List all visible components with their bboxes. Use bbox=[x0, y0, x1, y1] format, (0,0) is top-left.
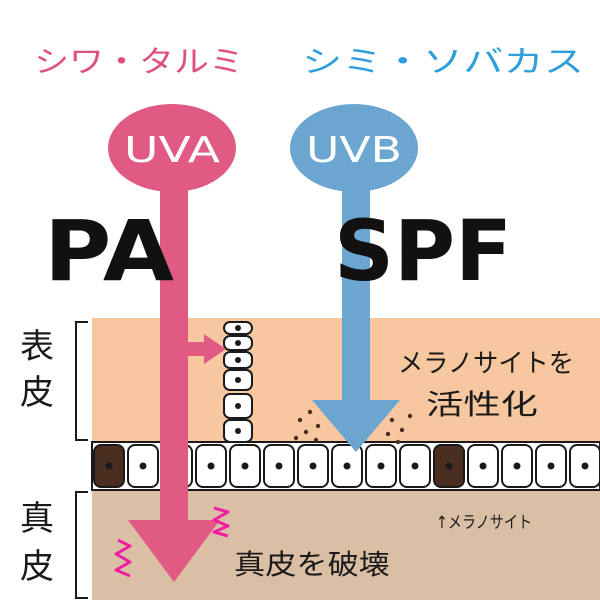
melanin-dot bbox=[407, 413, 413, 419]
uva-label: UVA bbox=[124, 130, 220, 171]
uvb-label: UVB bbox=[306, 130, 402, 171]
melanin-dot bbox=[297, 417, 303, 423]
cell-nucleus bbox=[479, 462, 487, 470]
cell-nucleus bbox=[207, 462, 215, 470]
uva-ray bbox=[108, 104, 236, 582]
melanocyte-pointer: ↑メラノサイト bbox=[436, 513, 532, 533]
cell-nucleus bbox=[235, 377, 241, 383]
uva-effect-heading: シワ・タルミ bbox=[34, 45, 244, 80]
dermis-label-1: 真 bbox=[20, 499, 54, 539]
cell-nucleus bbox=[377, 462, 385, 470]
cell-nucleus bbox=[445, 462, 453, 470]
melanin-dot bbox=[395, 439, 401, 445]
melanin-dot bbox=[307, 409, 313, 415]
cell-nucleus bbox=[411, 462, 419, 470]
cell-nucleus bbox=[235, 403, 241, 409]
uva-arrow-shaft bbox=[160, 170, 188, 534]
cell-nucleus bbox=[235, 357, 241, 363]
melanin-dot bbox=[313, 437, 319, 443]
uva-branch-shaft bbox=[186, 342, 206, 356]
epidermis-label-1: 表 bbox=[20, 327, 54, 367]
uvb-ray bbox=[290, 104, 418, 452]
cell-nucleus bbox=[235, 325, 241, 331]
epidermis-label-2: 皮 bbox=[20, 373, 54, 413]
melanin-dot bbox=[303, 429, 309, 435]
cell-nucleus bbox=[235, 428, 241, 434]
uva-branch-head bbox=[204, 334, 226, 364]
cell-nucleus bbox=[581, 462, 589, 470]
cell-nucleus bbox=[139, 462, 147, 470]
uvb-effect-heading: シミ・ソバカス bbox=[302, 45, 584, 80]
cell-nucleus bbox=[241, 462, 249, 470]
uva-bubble bbox=[108, 104, 236, 192]
uvb-bubble bbox=[290, 104, 418, 192]
melanocyte-activation-line2: 活性化 bbox=[426, 388, 538, 421]
spark-left bbox=[114, 538, 132, 578]
melanin-dot bbox=[293, 435, 299, 441]
spark-right bbox=[212, 506, 230, 538]
melanocyte-activation-line1: メラノサイトを bbox=[398, 349, 574, 379]
epidermis-bracket bbox=[75, 321, 88, 441]
pa-index: PA bbox=[44, 202, 174, 300]
dermis-label-2: 皮 bbox=[20, 547, 54, 587]
cell-nucleus bbox=[513, 462, 521, 470]
melanin-dot bbox=[389, 417, 395, 423]
dermis-damage-annotation: 真皮を破壊 bbox=[234, 548, 390, 581]
cell-nucleus bbox=[343, 462, 351, 470]
epidermis-cell-column bbox=[223, 321, 253, 443]
melanin-dot bbox=[399, 427, 405, 433]
cell-nucleus bbox=[105, 462, 113, 470]
uvb-arrow-shaft bbox=[342, 170, 370, 410]
melanin-dot bbox=[385, 431, 391, 437]
uva-bubble-tail bbox=[150, 180, 196, 206]
melanin-dot bbox=[315, 423, 321, 429]
cell-nucleus bbox=[235, 340, 241, 346]
cell-nucleus bbox=[547, 462, 555, 470]
cell-nucleus bbox=[309, 462, 317, 470]
uva-arrow-head bbox=[128, 520, 220, 582]
uvb-arrow-head bbox=[312, 400, 400, 452]
uvb-bubble-tail bbox=[332, 180, 378, 206]
cell-nucleus bbox=[275, 462, 283, 470]
dermis-bracket bbox=[75, 491, 88, 599]
spf-index: SPF bbox=[334, 202, 512, 300]
